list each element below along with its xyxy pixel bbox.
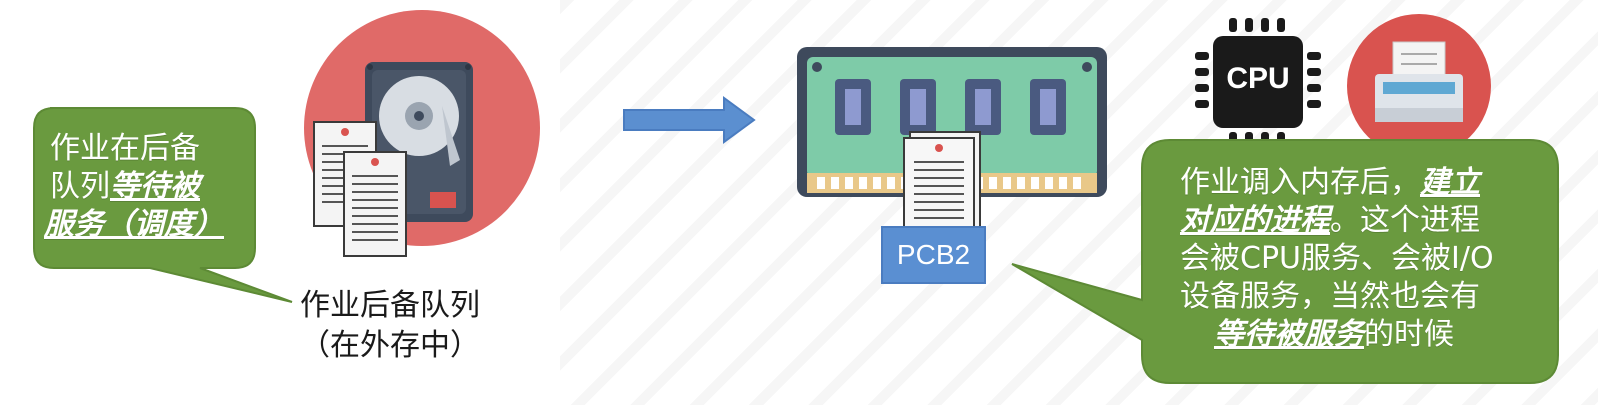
cpu-label: CPU [1226,62,1290,95]
memory-module-icon [797,47,1107,197]
left-callout-line2-prefix: 队列 [50,169,110,204]
left-callout-line2: 队列等待被 [50,168,260,206]
right-callout-line1: 作业调入内存后，建立 [1180,164,1560,202]
caption-line2: （在外存中） [300,328,480,363]
pcb-box: PCB2 [881,226,986,284]
right-callout-line1-prefix: 作业调入内存后， [1180,165,1420,200]
right-callout-line3: 会被CPU服务、会被I/O [1180,241,1494,276]
right-callout-emph-3: 等待被服务 [1214,317,1364,352]
job-queue-caption: 作业后备队列 （在外存中） [270,286,510,366]
right-callout-line2: 对应的进程。这个进程 [1180,202,1560,240]
right-callout-text: 作业调入内存后，建立 对应的进程。这个进程 会被CPU服务、会被I/O 设备服务… [1180,164,1560,354]
right-callout-emph-2: 对应的进程 [1180,203,1330,238]
left-callout-text: 作业在后备 队列等待被 服务（调度） [44,130,260,244]
left-callout-emph-2: 服务（调度） [44,207,224,242]
process-document-icon [903,131,981,239]
left-callout-line3: 服务（调度） [44,206,260,244]
cpu-chip-icon [1195,18,1321,146]
caption-line1: 作业后备队列 [300,288,480,323]
right-callout-line2-suffix: 。这个进程 [1330,203,1480,238]
right-callout-line5: 等待被服务的时候 [1180,316,1560,354]
printer-icon [1347,14,1491,158]
right-callout-line4: 设备服务，当然也会有 [1180,279,1480,314]
arrow-right-icon [623,96,756,144]
left-callout-line1: 作业在后备 [50,131,200,166]
right-callout-line5-suffix: 的时候 [1364,317,1454,352]
right-callout-emph-1: 建立 [1420,165,1480,200]
pcb-label: PCB2 [896,239,971,270]
document-icon [313,121,407,257]
left-callout-emph-1: 等待被 [110,169,200,204]
